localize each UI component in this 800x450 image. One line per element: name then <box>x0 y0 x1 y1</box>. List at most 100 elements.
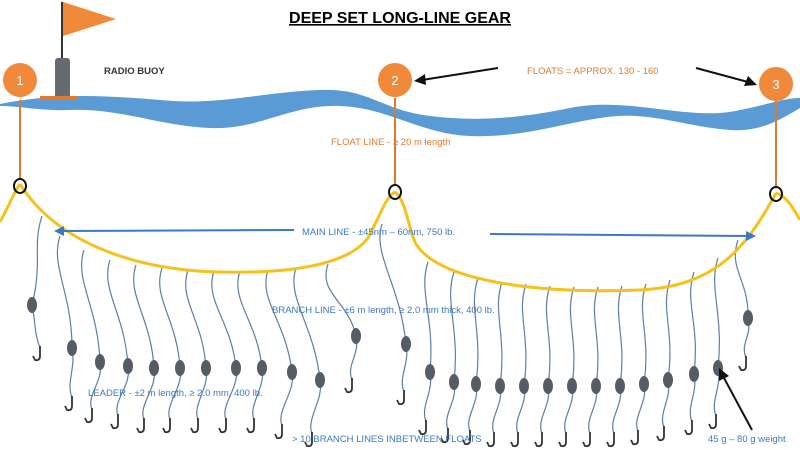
branch-line <box>379 223 408 393</box>
branch-hook <box>64 396 73 412</box>
branch-hook <box>708 414 717 430</box>
branch-weight <box>27 297 37 313</box>
branch-weight <box>567 378 577 394</box>
radio-buoy-flag <box>63 2 116 36</box>
weight-arrowhead <box>719 368 729 381</box>
branch-line <box>662 279 671 429</box>
branch-hook <box>136 418 145 434</box>
radio-buoy-body <box>55 58 70 98</box>
branch-line <box>540 285 551 435</box>
branch-line <box>293 267 322 435</box>
floats-arrowhead-left <box>414 74 426 85</box>
branch-line <box>588 286 599 435</box>
branch-count-label: > 10 BRANCH LINES INBETWEEN FLOATS <box>292 434 482 445</box>
clip-ring-2 <box>388 184 402 200</box>
main-line-left-edge <box>0 183 22 223</box>
branch-weight <box>639 376 649 392</box>
leader-label: LEADER - ±2 m length, ≥ 2.0 mm, 400 lb. <box>88 388 263 399</box>
main-line-label: MAIN LINE - ±45nm – 60nm, 750 lb. <box>302 227 455 238</box>
branch-hook <box>344 378 353 394</box>
float-1 <box>3 63 37 97</box>
branch-weight <box>67 340 77 356</box>
branch-hook <box>190 418 199 434</box>
branch-line <box>734 239 750 359</box>
floats-arrowhead-right <box>744 76 757 86</box>
branch-line <box>80 249 102 411</box>
branch-hook <box>582 432 591 448</box>
branch-line <box>56 235 74 399</box>
float-3-number: 3 <box>772 77 779 92</box>
branch-weight <box>123 358 133 374</box>
branch-hook <box>656 426 665 442</box>
branch-weight <box>449 374 459 390</box>
branch-line-label: BRANCH LINE - ±6 m length, ≥ 2.0 mm thic… <box>272 305 495 316</box>
branch-weight <box>287 364 297 380</box>
branch-line <box>713 257 720 417</box>
branch-hook <box>162 418 171 434</box>
branch-weight <box>257 360 267 376</box>
main-line-arrow-left <box>61 229 295 232</box>
branch-hook <box>684 420 693 436</box>
float-3 <box>759 67 793 101</box>
branch-weight <box>689 366 699 382</box>
branch-hook <box>84 408 93 424</box>
branch-weight <box>351 328 361 344</box>
branch-hook <box>396 390 405 406</box>
branch-weight <box>663 372 673 388</box>
main-line-right-edge <box>775 191 800 221</box>
main-line-segment-1 <box>18 183 396 274</box>
float-2 <box>378 63 412 97</box>
diagram-title: DEEP SET LONG-LINE GEAR <box>289 10 511 27</box>
float-2-number: 2 <box>391 73 398 88</box>
branch-line <box>265 269 294 427</box>
main-line-arrow-right <box>489 233 749 237</box>
branch-hook <box>110 414 119 430</box>
branch-hook <box>558 432 567 448</box>
branch-weight <box>201 360 211 376</box>
float-1-number: 1 <box>16 73 23 88</box>
branch-hook <box>534 432 543 448</box>
floats-arrow-left <box>421 67 499 81</box>
branch-line <box>31 215 43 349</box>
branch-hook <box>630 430 639 446</box>
branch-line <box>424 261 432 423</box>
branch-weight <box>471 376 481 392</box>
branch-weight <box>543 378 553 394</box>
branch-hook <box>462 430 471 446</box>
branch-hook <box>274 424 283 440</box>
branch-hook <box>738 356 747 372</box>
branch-hook <box>440 428 449 444</box>
branch-hook <box>246 418 255 434</box>
branch-weight <box>425 364 435 380</box>
main-line-segment-2 <box>393 190 778 293</box>
branch-line <box>325 263 358 381</box>
branch-line <box>689 271 696 423</box>
branch-lines <box>27 215 753 448</box>
branch-weight <box>519 378 529 394</box>
branch-weight <box>495 378 505 394</box>
branch-hook <box>218 418 227 434</box>
weight-arrow <box>723 377 753 431</box>
branch-weight <box>149 360 159 376</box>
floats-arrow-right <box>695 67 749 83</box>
branch-weight <box>315 372 325 388</box>
branch-line <box>612 285 623 435</box>
clip-ring-1 <box>13 178 27 194</box>
main-line-arrowhead-right <box>746 231 756 241</box>
radio-buoy-label: RADIO BUOY <box>104 66 165 77</box>
branch-line <box>636 283 647 433</box>
branch-weight <box>615 378 625 394</box>
clip-ring-3 <box>769 186 783 202</box>
branch-weight <box>175 360 185 376</box>
branch-hook <box>304 432 313 448</box>
branch-line <box>516 283 527 435</box>
branch-hook <box>486 432 495 448</box>
main-line-arrowhead-left <box>54 226 64 236</box>
branch-line <box>564 286 575 435</box>
floats-label: FLOATS = APPROX. 130 - 160 <box>527 66 659 77</box>
branch-weight <box>401 336 411 352</box>
radio-buoy-base <box>40 96 78 100</box>
branch-hook <box>32 346 41 362</box>
branch-weight <box>231 360 241 376</box>
